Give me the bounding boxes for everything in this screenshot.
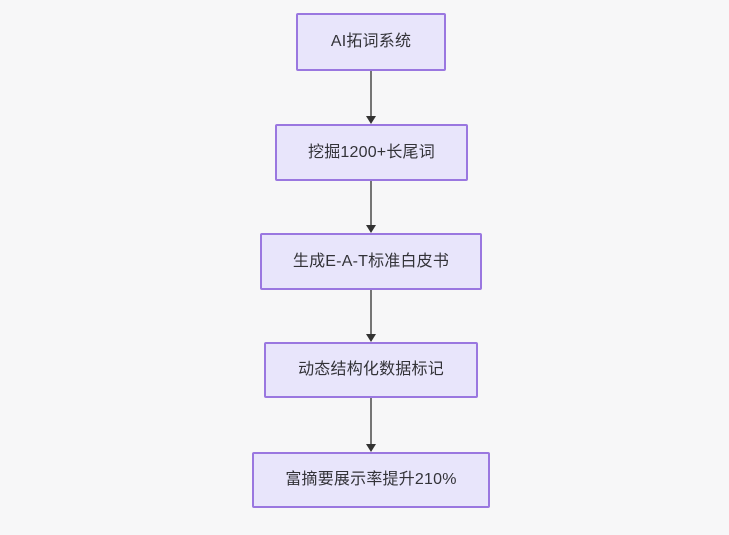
flow-node-longtail-mining[interactable]: 挖掘1200+长尾词 — [275, 124, 468, 181]
flow-node-ai-keyword-system[interactable]: AI拓词系统 — [296, 13, 446, 71]
flow-node-eat-whitepaper[interactable]: 生成E-A-T标准白皮书 — [260, 233, 482, 290]
edge-line — [370, 398, 372, 444]
arrowhead-icon — [366, 116, 376, 124]
arrowhead-icon — [366, 334, 376, 342]
flow-node-rich-snippet-result[interactable]: 富摘要展示率提升210% — [252, 452, 490, 508]
edge-line — [370, 71, 372, 116]
arrowhead-icon — [366, 444, 376, 452]
edge-line — [370, 181, 372, 225]
flow-node-structured-data-markup[interactable]: 动态结构化数据标记 — [264, 342, 478, 398]
edge-line — [370, 290, 372, 334]
arrowhead-icon — [366, 225, 376, 233]
